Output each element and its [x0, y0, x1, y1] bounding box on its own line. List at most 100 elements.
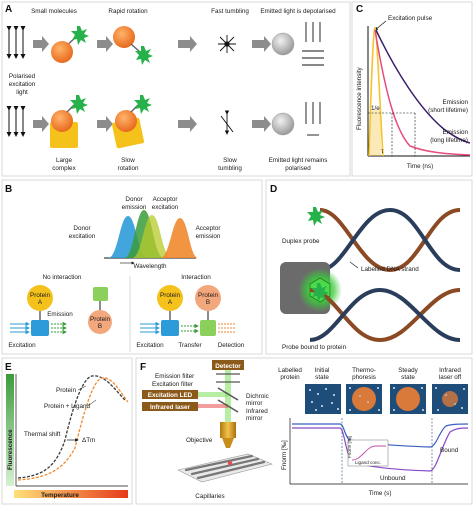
unbound-trace	[292, 427, 469, 472]
label-detection: Detection	[218, 342, 245, 349]
label-donor-excitation-1: Donor	[73, 225, 90, 232]
label-detector: Detector	[215, 363, 241, 370]
depolarised-arrows-icon	[302, 22, 324, 66]
label-protein: Protein	[56, 387, 76, 394]
label-initial-2: state	[315, 374, 329, 381]
label-dichroic-1: Dichroic	[246, 393, 269, 400]
fluorescence-gradient-bar	[6, 374, 14, 486]
label-interaction: Interaction	[181, 274, 211, 281]
block-arrow-icon	[33, 116, 49, 132]
label-polarised: Polarised	[9, 73, 36, 80]
polarised-arrows-icon	[6, 26, 26, 59]
label-ir-off-1: Infrared	[439, 367, 461, 374]
infrared-mirror-icon	[217, 399, 239, 413]
label-acceptor-emission-2: emission	[196, 233, 221, 240]
inset-ylabel: Fnorm [‰]	[347, 436, 352, 458]
label-thermal-shift: Thermal shift	[24, 431, 61, 438]
polarised-arrows-icon	[6, 106, 26, 137]
label-light: light	[16, 89, 28, 96]
emission-arrows-icon	[51, 321, 67, 335]
label-long-lifetime: (long lifetime)	[430, 137, 468, 144]
excitation-arrows-icon	[140, 321, 160, 335]
objective-lens	[220, 422, 236, 438]
light-path-ir	[198, 404, 228, 408]
label-tau: τ	[381, 148, 384, 155]
label-one-over-e: 1/e	[371, 105, 380, 112]
panel-e-xlabel: Temperature	[41, 492, 79, 499]
label-acceptor-excitation-1: Acceptor	[153, 196, 178, 203]
infrared-laser-block	[142, 402, 198, 411]
inset-xlabel: Ligand conc.	[355, 460, 381, 465]
block-arrow-icon	[252, 116, 271, 132]
label-unbound: Unbound	[380, 475, 406, 482]
pulse-area	[370, 110, 381, 156]
label-infrared-mirror-1: Infrared	[246, 408, 268, 415]
protein-a-circle	[157, 285, 183, 311]
label-labelled-protein-2: protein	[280, 374, 300, 381]
label-donor-excitation-2: excitation	[69, 233, 96, 240]
panel-c: C Excitation pulse Fluorescence intensit…	[351, 1, 473, 177]
donor-fluorophore-block	[161, 320, 179, 336]
label-wavelength: Wavelength	[133, 263, 167, 270]
bound-molecule-circle	[115, 110, 137, 132]
block-arrow-icon	[178, 36, 197, 52]
label-excitation: excitation	[9, 81, 36, 88]
label-emission: Emission	[47, 311, 73, 318]
polarised-output-arrows-icon	[305, 102, 321, 136]
panel-e-ylabel: Fluorescence	[7, 429, 14, 470]
binding-inset: Fnorm [‰] Ligand conc.	[347, 436, 389, 467]
emitter-sphere	[271, 112, 295, 136]
bound-trace	[292, 423, 469, 448]
label-complex: complex	[52, 165, 76, 172]
label-emission-short: Emission	[442, 99, 468, 106]
label-excitation-b: Excitation	[8, 342, 36, 349]
label-slow: Slow	[121, 157, 135, 164]
block-arrow-icon	[33, 36, 49, 52]
label-delta-tm: ΔTm	[82, 437, 95, 444]
bound-strand-brown	[309, 288, 461, 343]
long-lifetime-curve	[375, 29, 471, 144]
protein-melt-curve	[17, 375, 126, 479]
fluorophore-star-icon	[71, 26, 89, 45]
label-donor-emission-2: emission	[122, 204, 147, 211]
excitation-led-block	[142, 390, 198, 399]
label-protein-ligand: Protein + Ligand	[44, 403, 91, 410]
label-slow-2: Slow	[223, 157, 237, 164]
protein-a-circle	[27, 285, 53, 311]
block-arrow-icon	[178, 116, 197, 132]
panel-f-xlabel: Time (s)	[369, 490, 392, 497]
block-arrow-icon	[97, 116, 113, 132]
detection-arrows-icon	[218, 323, 236, 333]
panel-c-letter: C	[356, 4, 363, 15]
label-labelled-dna: Labelled DNA strand	[361, 266, 419, 273]
label-thermo-1: Thermo-	[352, 367, 376, 374]
panel-f: F Detector Emission filter Excitation fi…	[135, 357, 473, 505]
panel-d: D Duplex probe Labelled DNA strand Probe…	[265, 179, 473, 355]
small-molecule-circle	[51, 41, 73, 63]
short-lifetime-curve	[374, 29, 471, 156]
label-protein-b-2: B	[98, 323, 102, 330]
label-emitted-remains: Emitted light remains	[269, 157, 328, 164]
panel-e-frame	[1, 357, 133, 505]
acceptor-fluorophore-block	[93, 287, 108, 301]
state-thumbnail-thermophoresis	[346, 384, 382, 414]
excitation-pulse-curve	[368, 26, 384, 157]
label-protein-a-1: Protein	[30, 292, 50, 299]
dna-strand-brown	[319, 208, 461, 273]
label-fast-tumbling: Fast tumbling	[211, 8, 249, 15]
block-arrow-icon	[252, 36, 271, 52]
label-small-molecules: Small molecules	[31, 8, 77, 15]
panel-e: E Fluorescence Temperature Protein Prote…	[1, 357, 133, 505]
fluorophore-star-icon	[311, 283, 329, 302]
fluorophore-star-icon	[70, 95, 88, 114]
label-steady-2: state	[401, 374, 415, 381]
protein-ligand-melt-curve	[17, 377, 129, 481]
label-excitation-filter: Excitation filter	[152, 381, 193, 388]
panel-a: A Small molecules Rapid rotation Fast tu…	[1, 1, 351, 177]
state-thumbnail-ir-off	[432, 384, 468, 414]
label-steady-1: Steady	[398, 367, 418, 374]
label-dichroic-2: mirror	[246, 400, 262, 407]
capillaries-icon	[177, 453, 273, 483]
label-acceptor-excitation-2: excitation	[152, 204, 179, 211]
label-probe-bound: Probe bound to protein	[282, 344, 347, 351]
